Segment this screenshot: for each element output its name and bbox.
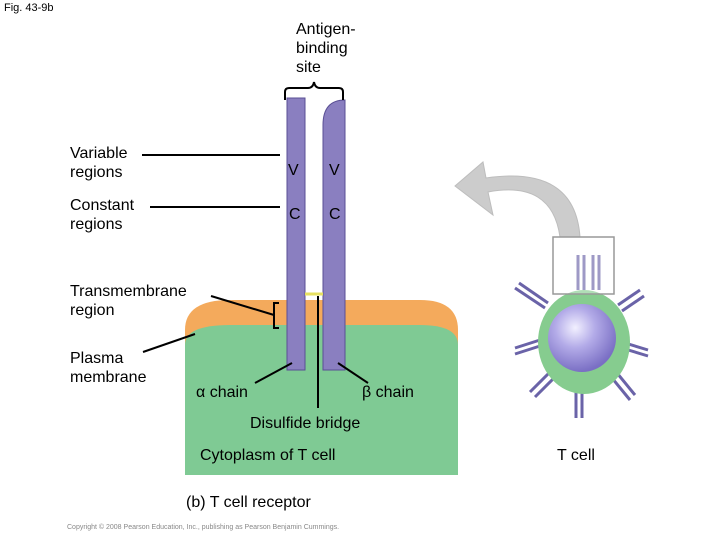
beta-constant-letter: C: [329, 206, 341, 223]
leader-plasma-membrane: [142, 333, 196, 353]
leader-beta: [337, 362, 369, 384]
t-cell-label: T cell: [557, 447, 595, 464]
antigen-label-line-3: site: [296, 59, 321, 76]
constant-label-line-2: regions: [70, 216, 123, 233]
variable-regions-label: Variable regions: [70, 144, 128, 182]
cytoplasm-label: Cytoplasm of T cell: [200, 447, 336, 464]
alpha-chain: [286, 97, 306, 371]
transmembrane-region-label: Transmembrane region: [70, 282, 187, 320]
plasma-label-line-1: Plasma: [70, 350, 124, 367]
transmembrane-label-line-1: Transmembrane: [70, 283, 187, 300]
alpha-chain-label: α chain: [196, 384, 248, 401]
plasma-label-line-2: membrane: [70, 369, 147, 386]
alpha-variable-letter: V: [288, 162, 299, 179]
figure-caption: (b) T cell receptor: [186, 494, 311, 511]
cytoplasm-region: [185, 325, 458, 475]
leader-transmembrane: [210, 295, 275, 316]
transmembrane-bracket: [273, 302, 279, 329]
constant-label-line-1: Constant: [70, 197, 135, 214]
leader-alpha: [254, 362, 293, 384]
beta-chain: [322, 99, 346, 371]
plasma-membrane-label: Plasma membrane: [70, 349, 146, 387]
antigen-binding-site-label: Antigen- binding site: [296, 20, 356, 77]
t-cell-illustration: [514, 236, 649, 418]
antigen-site-bracket: [284, 81, 344, 100]
copyright-notice: Copyright © 2008 Pearson Education, Inc.…: [67, 524, 340, 531]
variable-label-line-1: Variable: [70, 145, 128, 162]
zoom-arrow-icon: [454, 161, 581, 238]
alpha-constant-letter: C: [289, 206, 301, 223]
disulfide-bridge-label: Disulfide bridge: [250, 415, 361, 432]
transmembrane-label-line-2: region: [70, 302, 115, 319]
constant-regions-label: Constant regions: [70, 196, 134, 234]
variable-label-line-2: regions: [70, 164, 123, 181]
beta-chain-label: β chain: [362, 384, 414, 401]
beta-variable-letter: V: [329, 162, 340, 179]
figure-number: Fig. 43-9b: [4, 2, 54, 14]
antigen-label-line-1: Antigen-: [296, 21, 356, 38]
antigen-label-line-2: binding: [296, 40, 348, 57]
